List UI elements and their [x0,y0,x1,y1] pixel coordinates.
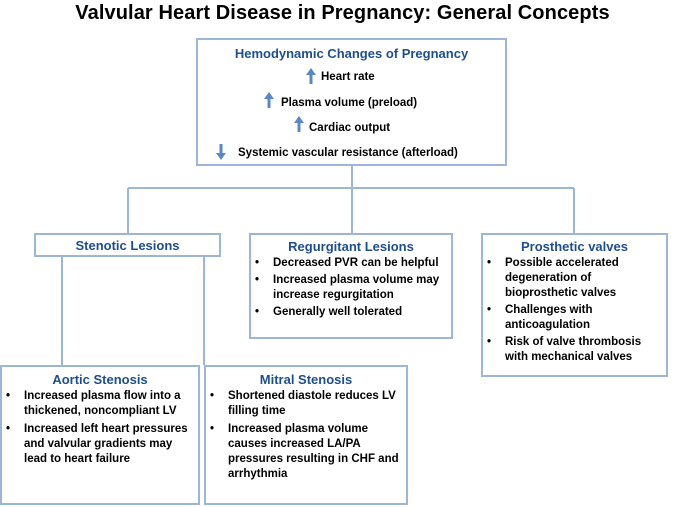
mitral-bullets: Shortened diastole reduces LV filling ti… [206,389,406,482]
aortic-title: Aortic Stenosis [52,372,148,387]
up-arrow-icon [306,68,316,84]
regurgitant-bullet: Decreased PVR can be helpful [251,256,445,271]
regurgitant-title: Regurgitant Lesions [288,239,414,254]
down-arrow-icon [216,144,226,160]
prosthetic-bullet: Possible accelerated degeneration of bio… [483,256,660,301]
regurgitant-box: Regurgitant Lesions Decreased PVR can be… [249,233,453,339]
hemodynamic-row-cardiac-output: Cardiac output [309,122,391,134]
hemodynamic-box: Hemodynamic Changes of Pregnancy Heart r… [196,38,507,166]
aortic-bullet: Increased plasma flow into a thickened, … [2,389,194,419]
regurgitant-bullet: Generally well tolerated [251,305,445,320]
hemodynamic-title: Hemodynamic Changes of Pregnancy [234,46,469,61]
prosthetic-bullet: Challenges with anticoagulation [483,303,660,333]
prosthetic-box: Prosthetic valves Possible accelerated d… [481,233,668,377]
aortic-box: Aortic Stenosis Increased plasma flow in… [0,365,200,505]
prosthetic-bullets: Possible accelerated degeneration of bio… [483,256,666,365]
hemodynamic-row-heart-rate: Heart rate [321,71,375,83]
stenotic-title: Stenotic Lesions [75,238,180,253]
mitral-bullet: Shortened diastole reduces LV filling ti… [206,389,402,419]
aortic-bullet: Increased left heart pressures and valvu… [2,422,194,467]
prosthetic-bullet: Risk of valve thrombosis with mechanical… [483,335,660,365]
hemodynamic-row-svr: Systemic vascular resistance (afterload) [238,147,458,159]
up-arrow-icon [294,116,304,132]
up-arrow-icon [264,92,274,108]
stenotic-box: Stenotic Lesions [34,233,221,257]
mitral-title: Mitral Stenosis [259,372,353,387]
page-title: Valvular Heart Disease in Pregnancy: Gen… [75,2,610,24]
aortic-bullets: Increased plasma flow into a thickened, … [2,389,198,467]
prosthetic-title: Prosthetic valves [521,239,628,254]
regurgitant-bullets: Decreased PVR can be helpful Increased p… [251,256,451,320]
hemodynamic-row-plasma-volume: Plasma volume (preload) [281,97,418,109]
mitral-box: Mitral Stenosis Shortened diastole reduc… [204,365,408,505]
mitral-bullet: Increased plasma volume causes increased… [206,422,402,482]
regurgitant-bullet: Increased plasma volume may increase reg… [251,273,445,303]
